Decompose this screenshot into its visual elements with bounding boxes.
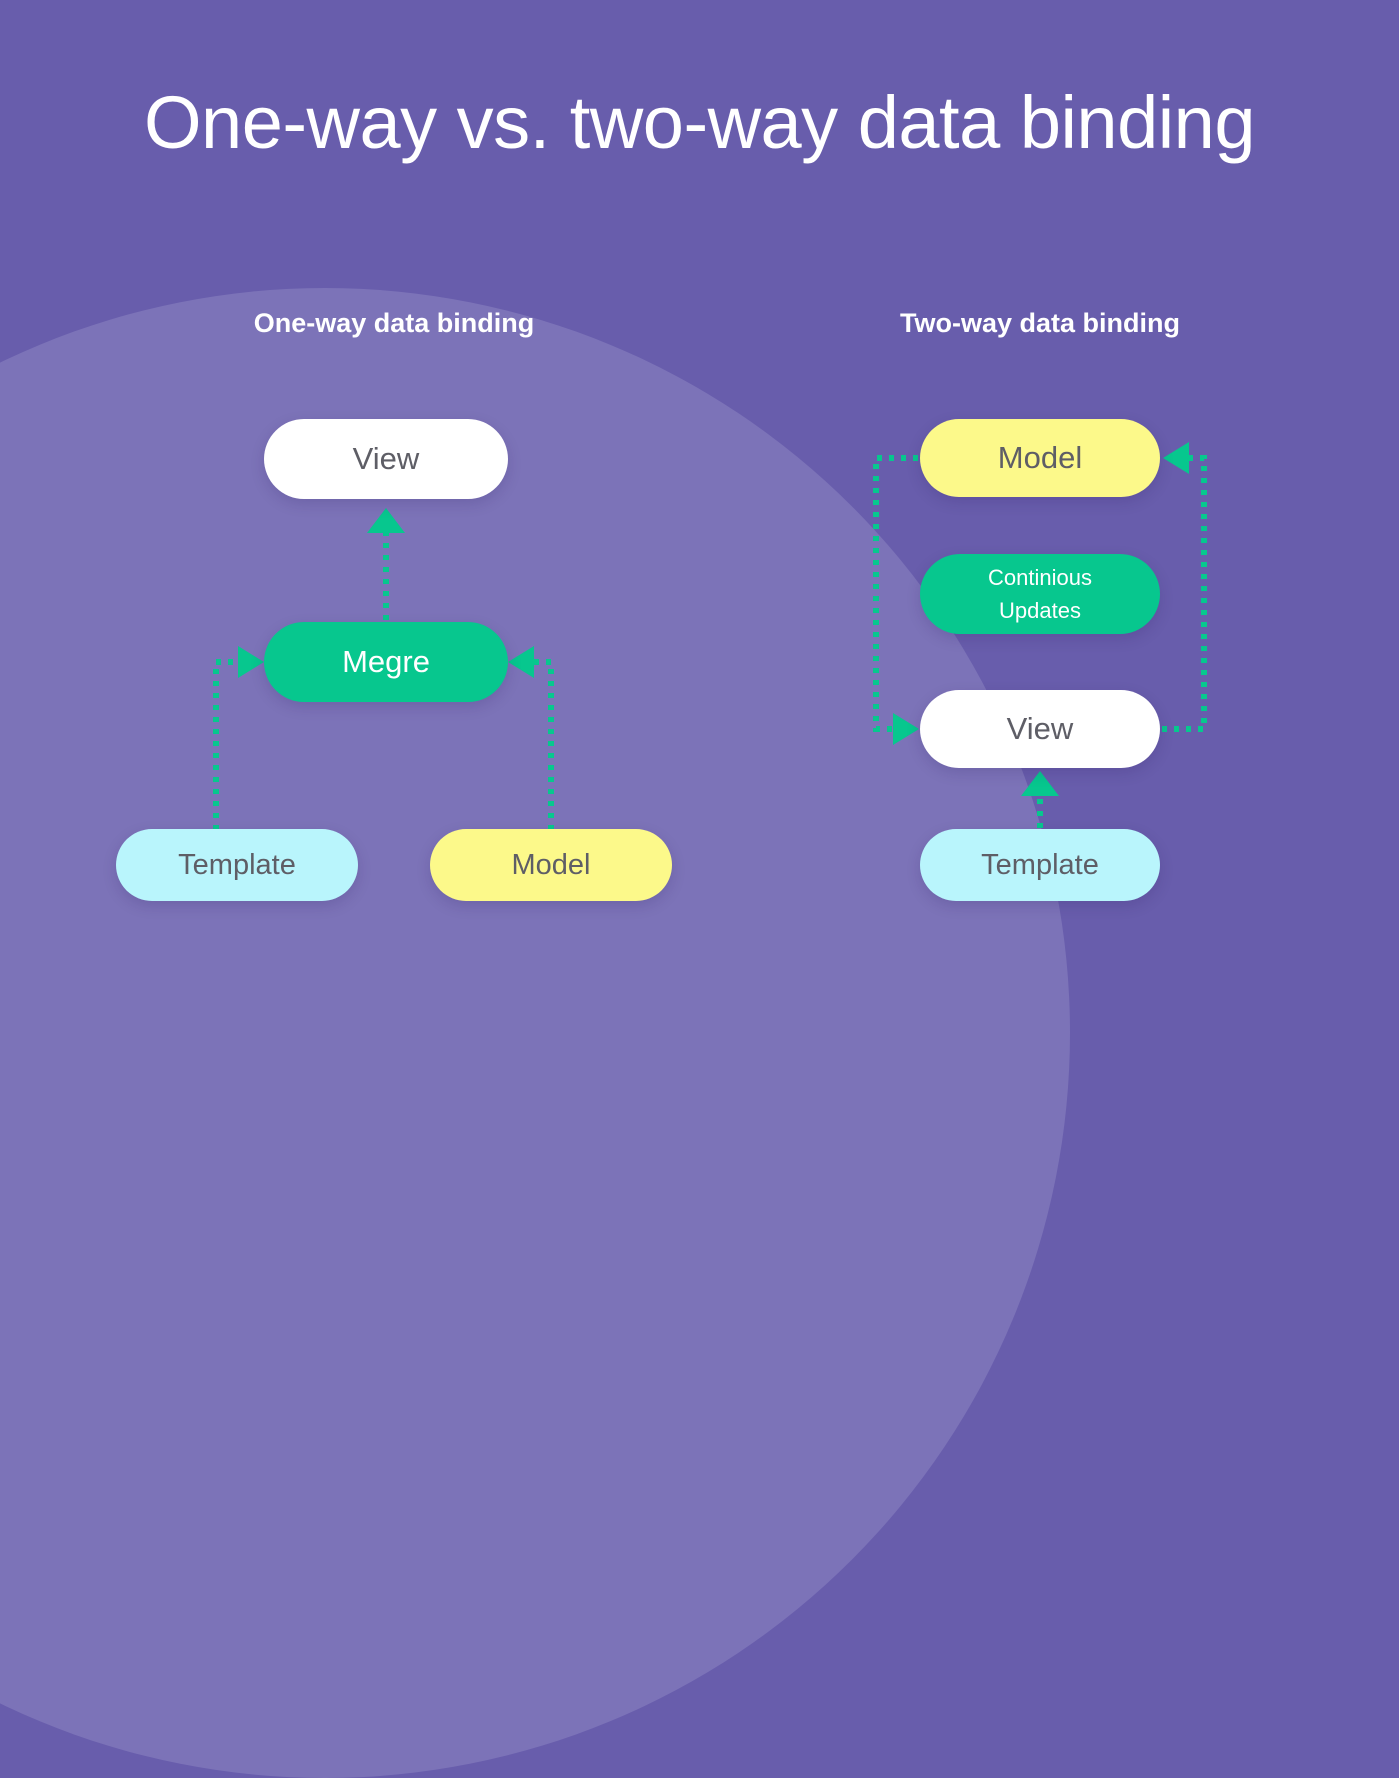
edge-view-to-model-right bbox=[1162, 455, 1207, 732]
continuous-updates-line-2: Updates bbox=[999, 598, 1081, 623]
node-model-right[interactable]: Model bbox=[920, 419, 1160, 497]
panel-title-two-way: Two-way data binding bbox=[900, 308, 1180, 338]
panel-title-one-way: One-way data binding bbox=[253, 308, 535, 338]
node-continuous-updates[interactable]: Continious Updates bbox=[920, 554, 1160, 634]
continuous-updates-line-1: Continious bbox=[988, 565, 1092, 590]
arrowhead-left-model bbox=[1163, 442, 1189, 474]
node-model-left[interactable]: Model bbox=[430, 829, 672, 901]
node-megre[interactable]: Megre bbox=[264, 622, 508, 702]
node-template-right[interactable]: Template bbox=[920, 829, 1160, 901]
page-title: One-way vs. two-way data binding bbox=[144, 81, 1255, 164]
background-circle-decoration bbox=[0, 288, 1070, 1778]
node-template-left[interactable]: Template bbox=[116, 829, 358, 901]
node-view-right[interactable]: View bbox=[920, 690, 1160, 768]
node-view-left[interactable]: View bbox=[264, 419, 508, 499]
